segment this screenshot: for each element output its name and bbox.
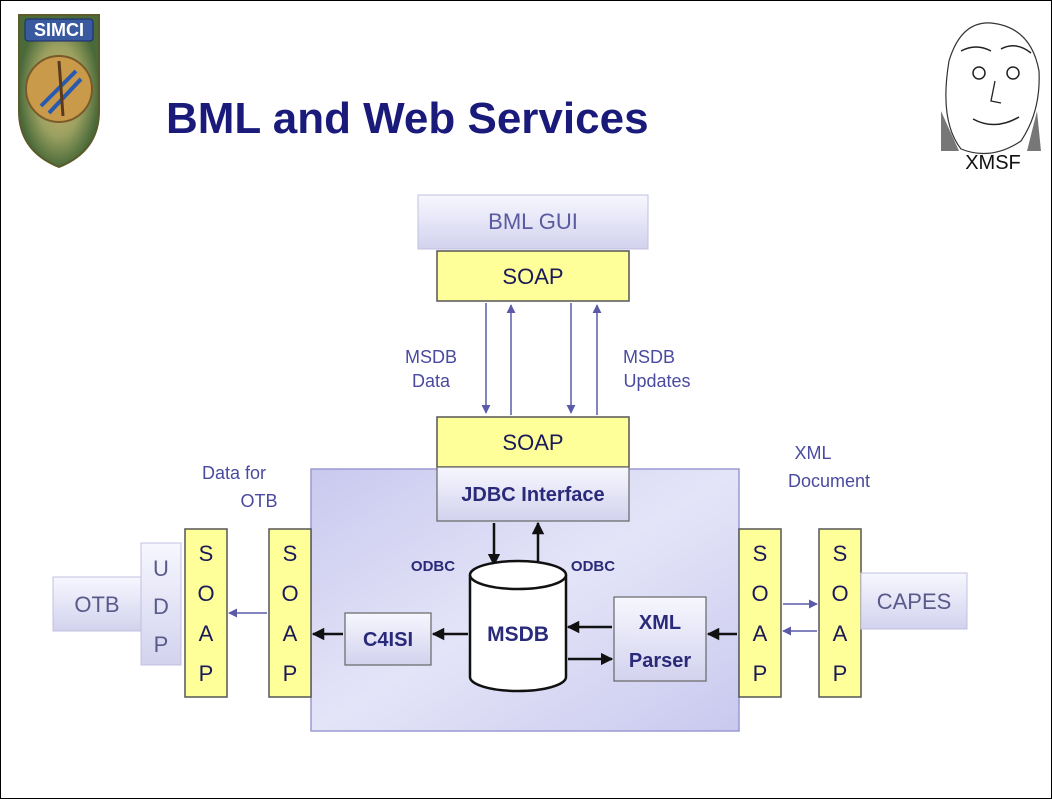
soap-inner-right-column [738,528,782,698]
xml-parser-label-2: Parser [629,650,691,672]
c4isi-label: C4ISI [363,629,413,651]
soap-inner-right-letters: S O A P [751,541,768,686]
odbc-right-label: ODBC [571,558,615,575]
jdbc-interface-box [436,466,630,522]
bml-gui-box [417,194,649,250]
soap-letter-o: O [751,581,768,606]
soap-outer-right-letters: S O A P [831,541,848,686]
soap-inner-left-letters: S O A P [281,541,298,686]
soap-letter-o: O [831,581,848,606]
soap-mid-label: SOAP [502,430,563,455]
msdb-data-label-2: Data [412,371,451,391]
udp-column [140,542,182,666]
soap-outer-left-letters: S O A P [197,541,214,686]
xml-document-label-2: Document [788,471,870,491]
xml-document-label-1: XML [794,443,831,463]
data-for-otb-label-2: OTB [240,491,277,511]
otb-box [52,576,142,632]
soap-letter-p: P [753,661,768,686]
soap-letter-p: P [283,661,298,686]
soap-letter-o: O [281,581,298,606]
otb-label: OTB [74,592,119,617]
udp-letter-d: D [153,594,169,619]
udp-letters: U D P [153,556,169,657]
soap-link-arrows [481,303,602,415]
soap-outer-left-column [184,528,228,698]
xmsf-logo-text: XMSF [965,152,1021,174]
soap-mid-box [436,416,630,468]
soap-top-box [436,250,630,302]
soap-inner-left-column [268,528,312,698]
simci-logo: SIMCI [18,14,100,169]
soap-letter-s: S [283,541,298,566]
udp-letter-u: U [153,556,169,581]
simci-logo-text: SIMCI [34,20,84,40]
xmsf-logo: XMSF [941,22,1041,174]
soap-letter-s: S [199,541,214,566]
c4isi-box [344,612,432,666]
odbc-left-label: ODBC [411,558,455,575]
bml-gui-label: BML GUI [488,209,578,234]
xml-parser-label-1: XML [639,612,681,634]
soap-letter-a: A [199,621,214,646]
msdb-updates-label-1: MSDB [623,347,675,367]
soap-top-label: SOAP [502,264,563,289]
soap-letter-s: S [753,541,768,566]
msdb-updates-label-2: Updates [623,371,690,391]
soap-letter-p: P [833,661,848,686]
udp-letter-p: P [154,632,169,657]
soap-letter-a: A [753,621,768,646]
capes-label: CAPES [877,589,952,614]
msdb-data-label-1: MSDB [405,347,457,367]
soap-letter-p: P [199,661,214,686]
msdb-database-cylinder [468,559,568,693]
xml-parser-box [613,596,707,682]
soap-letter-a: A [283,621,298,646]
page-title: BML and Web Services [166,94,649,143]
msdb-label: MSDB [487,623,549,646]
soap-letter-a: A [833,621,848,646]
soap-letter-o: O [197,581,214,606]
soap-letter-s: S [833,541,848,566]
capes-box [860,572,968,630]
data-for-otb-label-1: Data for [202,463,266,483]
jdbc-interface-label: JDBC Interface [461,484,604,506]
